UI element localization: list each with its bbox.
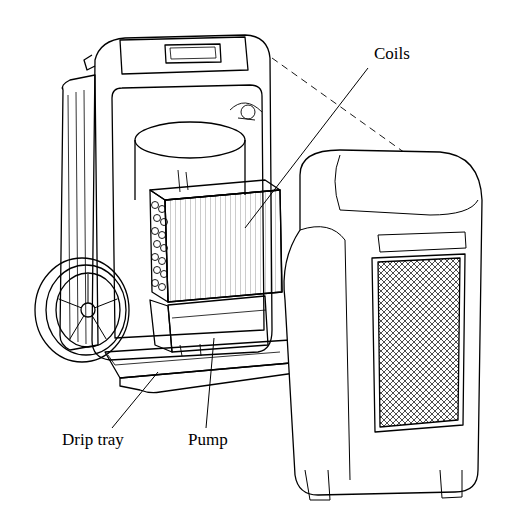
wheel-spoke: [59, 299, 82, 308]
pump-label: Pump: [186, 431, 230, 450]
coil-tube: [152, 228, 159, 235]
coil-tube: [161, 245, 168, 252]
coil-tube: [161, 271, 168, 278]
coil-tube: [154, 241, 161, 248]
drip-tray-label: Drip tray: [60, 431, 126, 450]
coil-tube: [152, 254, 159, 261]
wheel-spoke: [70, 316, 84, 339]
coil-tube: [161, 219, 168, 226]
coils-label: Coils: [372, 45, 412, 64]
coil-tube: [154, 267, 161, 274]
coil-tube: [159, 284, 166, 291]
coil-tube: [159, 206, 166, 213]
coil-tube: [152, 202, 159, 209]
wheel-spoke: [92, 316, 106, 339]
coil-tube: [159, 232, 166, 239]
coil-tube: [159, 258, 166, 265]
coil-tube: [154, 215, 161, 222]
wheel-spoke: [95, 299, 118, 308]
coil-tube: [152, 280, 159, 287]
wheel-spoke: [88, 274, 89, 303]
